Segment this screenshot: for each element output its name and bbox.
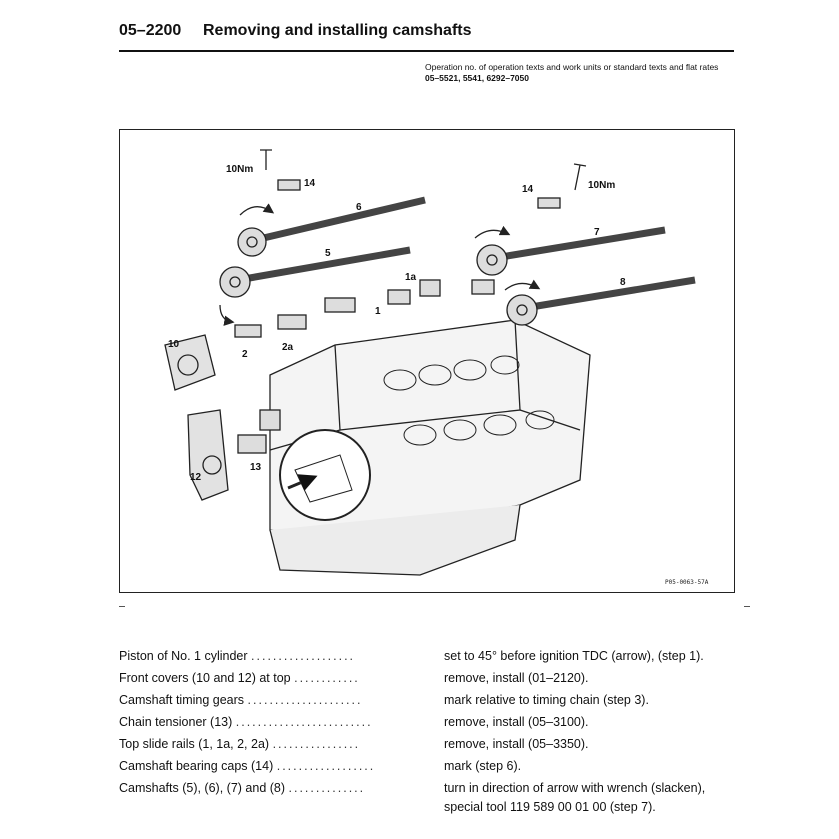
step-label: Top slide rails (1, 1a, 2, 2a) .........…	[119, 737, 361, 751]
label-rail1: 1	[375, 306, 381, 317]
procedure-step: Camshaft timing gears ..................…	[119, 692, 759, 714]
step-label: Piston of No. 1 cylinder ...............…	[119, 649, 356, 663]
section-number: 05–2200	[119, 22, 182, 39]
step-label: Front covers (10 and 12) at top ........…	[119, 671, 360, 685]
label-cam8: 8	[620, 277, 626, 288]
engine-exploded-drawing: 10Nm 14 6 5 14 10Nm 7 8 1a 1 2 2a 10 12 …	[164, 149, 709, 586]
step-label: Camshaft timing gears ..................…	[119, 693, 363, 707]
label-rail2: 2	[242, 349, 248, 360]
rotation-arrow-7	[474, 225, 511, 239]
procedure-step: Top slide rails (1, 1a, 2, 2a) .........…	[119, 736, 759, 758]
step-label: Camshaft bearing caps (14) .............…	[119, 759, 376, 773]
procedure-list: Piston of No. 1 cylinder ...............…	[119, 648, 759, 820]
step-action: mark (step 6).	[444, 759, 522, 773]
label-cam5: 5	[325, 248, 331, 259]
procedure-step: Front covers (10 and 12) at top ........…	[119, 670, 759, 692]
label-tensioner13: 13	[250, 462, 262, 473]
procedure-step: Chain tensioner (13) ...................…	[119, 714, 759, 736]
slide-rail-1	[387, 289, 411, 305]
step-label: Chain tensioner (13) ...................…	[119, 715, 373, 729]
procedure-step: Piston of No. 1 cylinder ...............…	[119, 648, 759, 670]
label-cover10: 10	[168, 339, 180, 350]
procedure-step: Camshaft bearing caps (14) .............…	[119, 758, 759, 780]
engine-figure: 10Nm 14 6 5 14 10Nm 7 8 1a 1 2 2a 10 12 …	[119, 129, 735, 593]
label-cam7: 7	[594, 227, 600, 238]
label-rail1a: 1a	[405, 272, 417, 283]
label-rail2a: 2a	[282, 342, 294, 353]
slide-rail-1a	[419, 279, 441, 297]
label-cap-left: 14	[304, 178, 316, 189]
bolt-left	[260, 149, 272, 170]
operation-note-text: Operation no. of operation texts and wor…	[425, 62, 719, 72]
step-action-line2: special tool 119 589 00 01 00 (step 7).	[444, 800, 656, 814]
operation-note: Operation no. of operation texts and wor…	[425, 62, 735, 84]
step-action: remove, install (01–2120).	[444, 671, 589, 685]
label-cap-right: 14	[522, 184, 534, 195]
slide-rail-2a	[277, 314, 307, 330]
step-action: remove, install (05–3100).	[444, 715, 589, 729]
label-cover12: 12	[190, 472, 202, 483]
camshaft-6	[237, 196, 426, 257]
step-action: set to 45° before ignition TDC (arrow), …	[444, 649, 704, 663]
page-title: Removing and installing camshafts	[203, 22, 472, 39]
step-label: Camshafts (5), (6), (7) and (8) ........…	[119, 781, 366, 795]
rotation-arrow-5	[219, 304, 235, 326]
label-torque-left: 10Nm	[226, 164, 253, 175]
step-action: remove, install (05–3350).	[444, 737, 589, 751]
bearing-cap-right	[537, 197, 561, 209]
camshaft-5	[219, 246, 411, 298]
operation-codes: 05–5521, 5541, 6292–7050	[425, 73, 529, 83]
camshaft-7	[476, 226, 666, 276]
step-action: turn in direction of arrow with wrench (…	[444, 781, 706, 795]
procedure-step: Camshafts (5), (6), (7) and (8) ........…	[119, 780, 759, 820]
label-cam6: 6	[356, 202, 362, 213]
crop-mark-right	[744, 606, 750, 607]
figure-code: P05-0063-57A	[665, 579, 709, 586]
tdc-arrow	[287, 474, 318, 491]
camshaft-8	[506, 276, 696, 326]
detail-magnifier	[279, 429, 371, 521]
slide-rail-2	[234, 324, 262, 338]
front-cover-12	[187, 409, 229, 501]
rotation-arrow-8	[504, 279, 541, 291]
step-action: mark relative to timing chain (step 3).	[444, 693, 649, 707]
label-torque-right: 10Nm	[588, 180, 615, 191]
front-cover-10	[164, 334, 216, 391]
chain-tensioner-13	[237, 434, 267, 454]
page-header: 05–2200 Removing and installing camshaft…	[119, 22, 734, 52]
bearing-cap-left	[277, 179, 301, 191]
bolt-right	[573, 163, 587, 191]
crop-mark-left	[119, 606, 125, 607]
rotation-arrow-6	[239, 203, 275, 216]
header-rule	[119, 50, 734, 52]
